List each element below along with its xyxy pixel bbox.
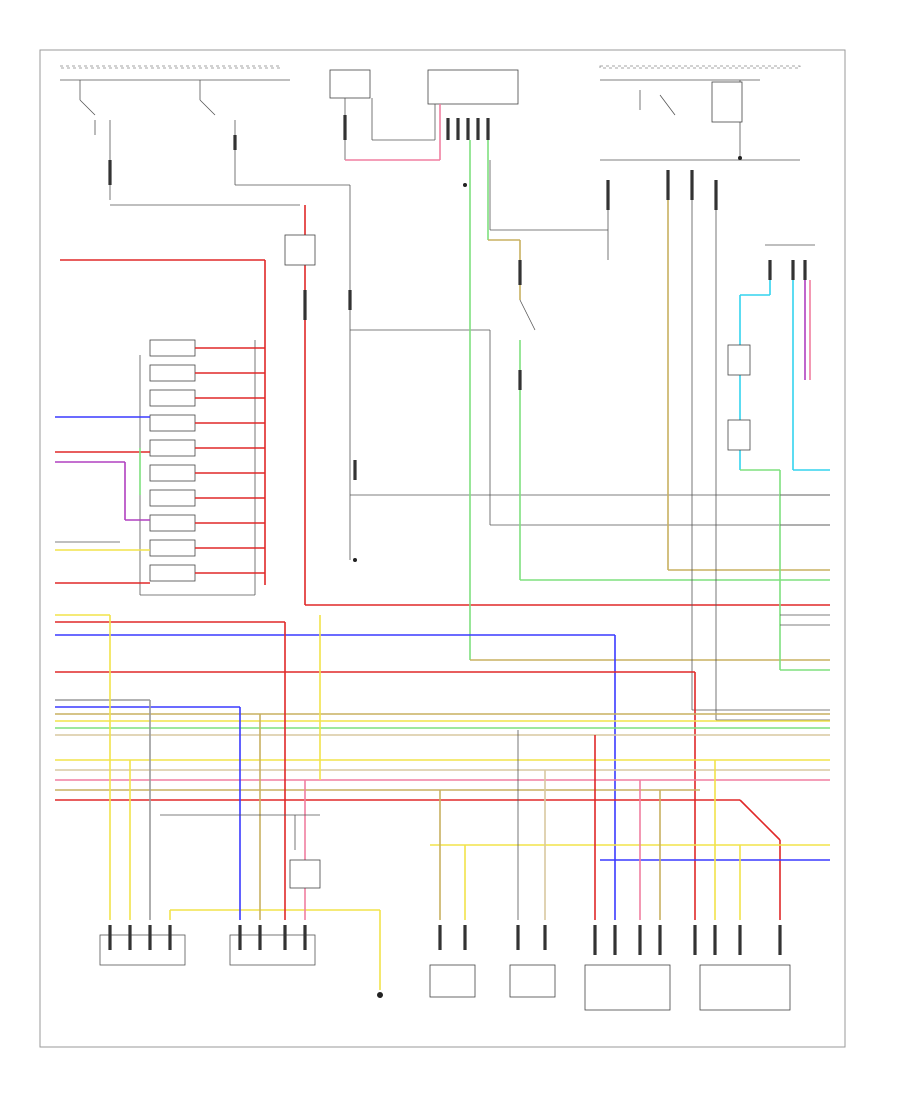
hot-at-all-times-bus-right <box>599 65 801 69</box>
right-sensor-group <box>727 244 830 671</box>
right-harness <box>489 160 830 721</box>
top-right-switch-group <box>600 79 800 210</box>
fuse-inputs <box>55 416 150 584</box>
fuse-block <box>60 259 266 596</box>
sensor-module-box <box>289 859 321 889</box>
green-signal-run <box>469 140 830 661</box>
connector-drops <box>109 615 741 990</box>
central-harness <box>284 205 830 606</box>
diagram-frame <box>39 49 846 1048</box>
lower-harness <box>55 614 830 920</box>
right-edge-terminals <box>780 494 830 626</box>
bottom-connectors <box>99 925 791 1011</box>
hot-at-all-times-bus-left <box>59 65 281 69</box>
main-relay-group <box>329 69 519 187</box>
